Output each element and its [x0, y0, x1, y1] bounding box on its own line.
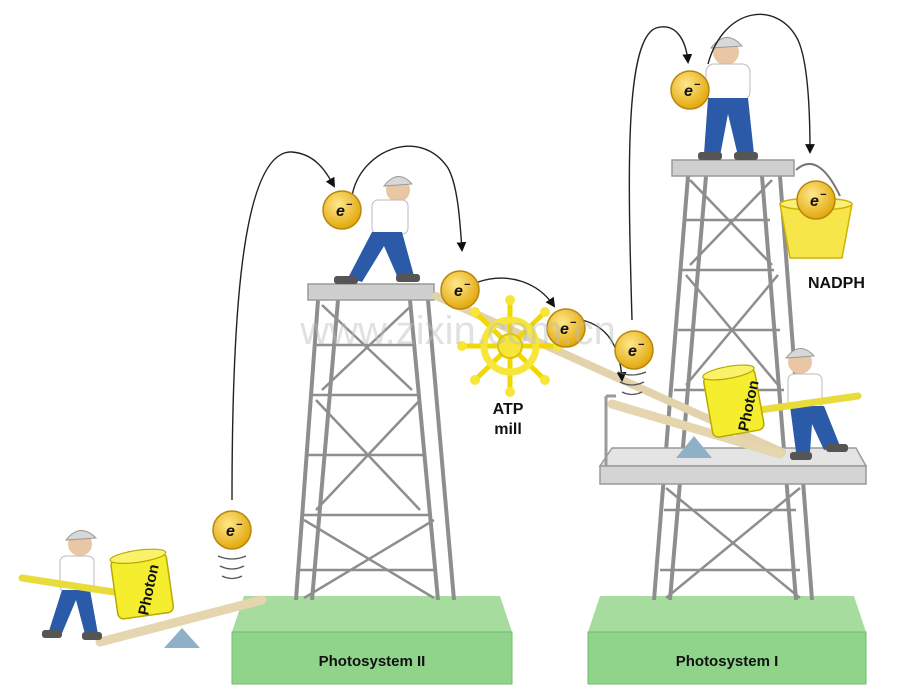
worker-photosystem-i-top: [698, 37, 758, 160]
nadph-label: NADPH: [808, 275, 865, 292]
worker-photosystem-ii-top: [334, 176, 420, 284]
photosystem-i-label: Photosystem I: [676, 653, 779, 670]
electron-symbol: e: [810, 193, 819, 210]
electron-symbol: e: [454, 283, 463, 300]
motion-lines: [217, 371, 647, 580]
atp-label: ATP: [493, 401, 524, 418]
electron-charge: −: [236, 519, 243, 531]
seesaw-left: [95, 595, 267, 648]
electron-2: e −: [322, 190, 362, 230]
platform-photosystem-i-top: [671, 159, 795, 177]
platform-photosystem-i-mid: [598, 394, 868, 485]
electron-1: e −: [212, 510, 252, 550]
electron-symbol: e: [628, 343, 637, 360]
tower-photosystem-ii: [294, 299, 456, 601]
seesaw-right: [607, 399, 785, 459]
electron-charge: −: [346, 199, 353, 211]
electron-charge: −: [638, 339, 645, 351]
platform-photosystem-ii: [307, 283, 435, 301]
electron-symbol: e: [226, 523, 235, 540]
electron-5: e −: [614, 330, 654, 370]
atp-mill-wheel: [457, 295, 563, 397]
tower-photosystem-i: [652, 175, 814, 601]
photosystem-i-base: Photosystem I: [587, 596, 867, 685]
worker-photosystem-i-mid: [784, 348, 848, 460]
photon-hammer-left: Photon: [18, 548, 175, 620]
electron-charge: −: [570, 317, 577, 329]
electron-symbol: e: [684, 83, 693, 100]
mill-label: mill: [494, 421, 522, 438]
photon-hammer-right: Photon: [702, 364, 862, 438]
electron-path-arrows: [231, 13, 815, 501]
electron-symbol: e: [336, 203, 345, 220]
electron-3: e −: [440, 270, 480, 310]
photosystem-ii-base: Photosystem II: [231, 596, 513, 685]
watermark: www.zixin.com.cn: [299, 309, 616, 353]
photosystem-ii-label: Photosystem II: [319, 653, 426, 670]
electron-6: e −: [670, 70, 710, 110]
electron-charge: −: [464, 279, 471, 291]
electron-7: e −: [796, 180, 836, 220]
electron-symbol: e: [560, 321, 569, 338]
electron-4: e −: [546, 308, 586, 348]
electron-charge: −: [694, 79, 701, 91]
electron-charge: −: [820, 189, 827, 201]
